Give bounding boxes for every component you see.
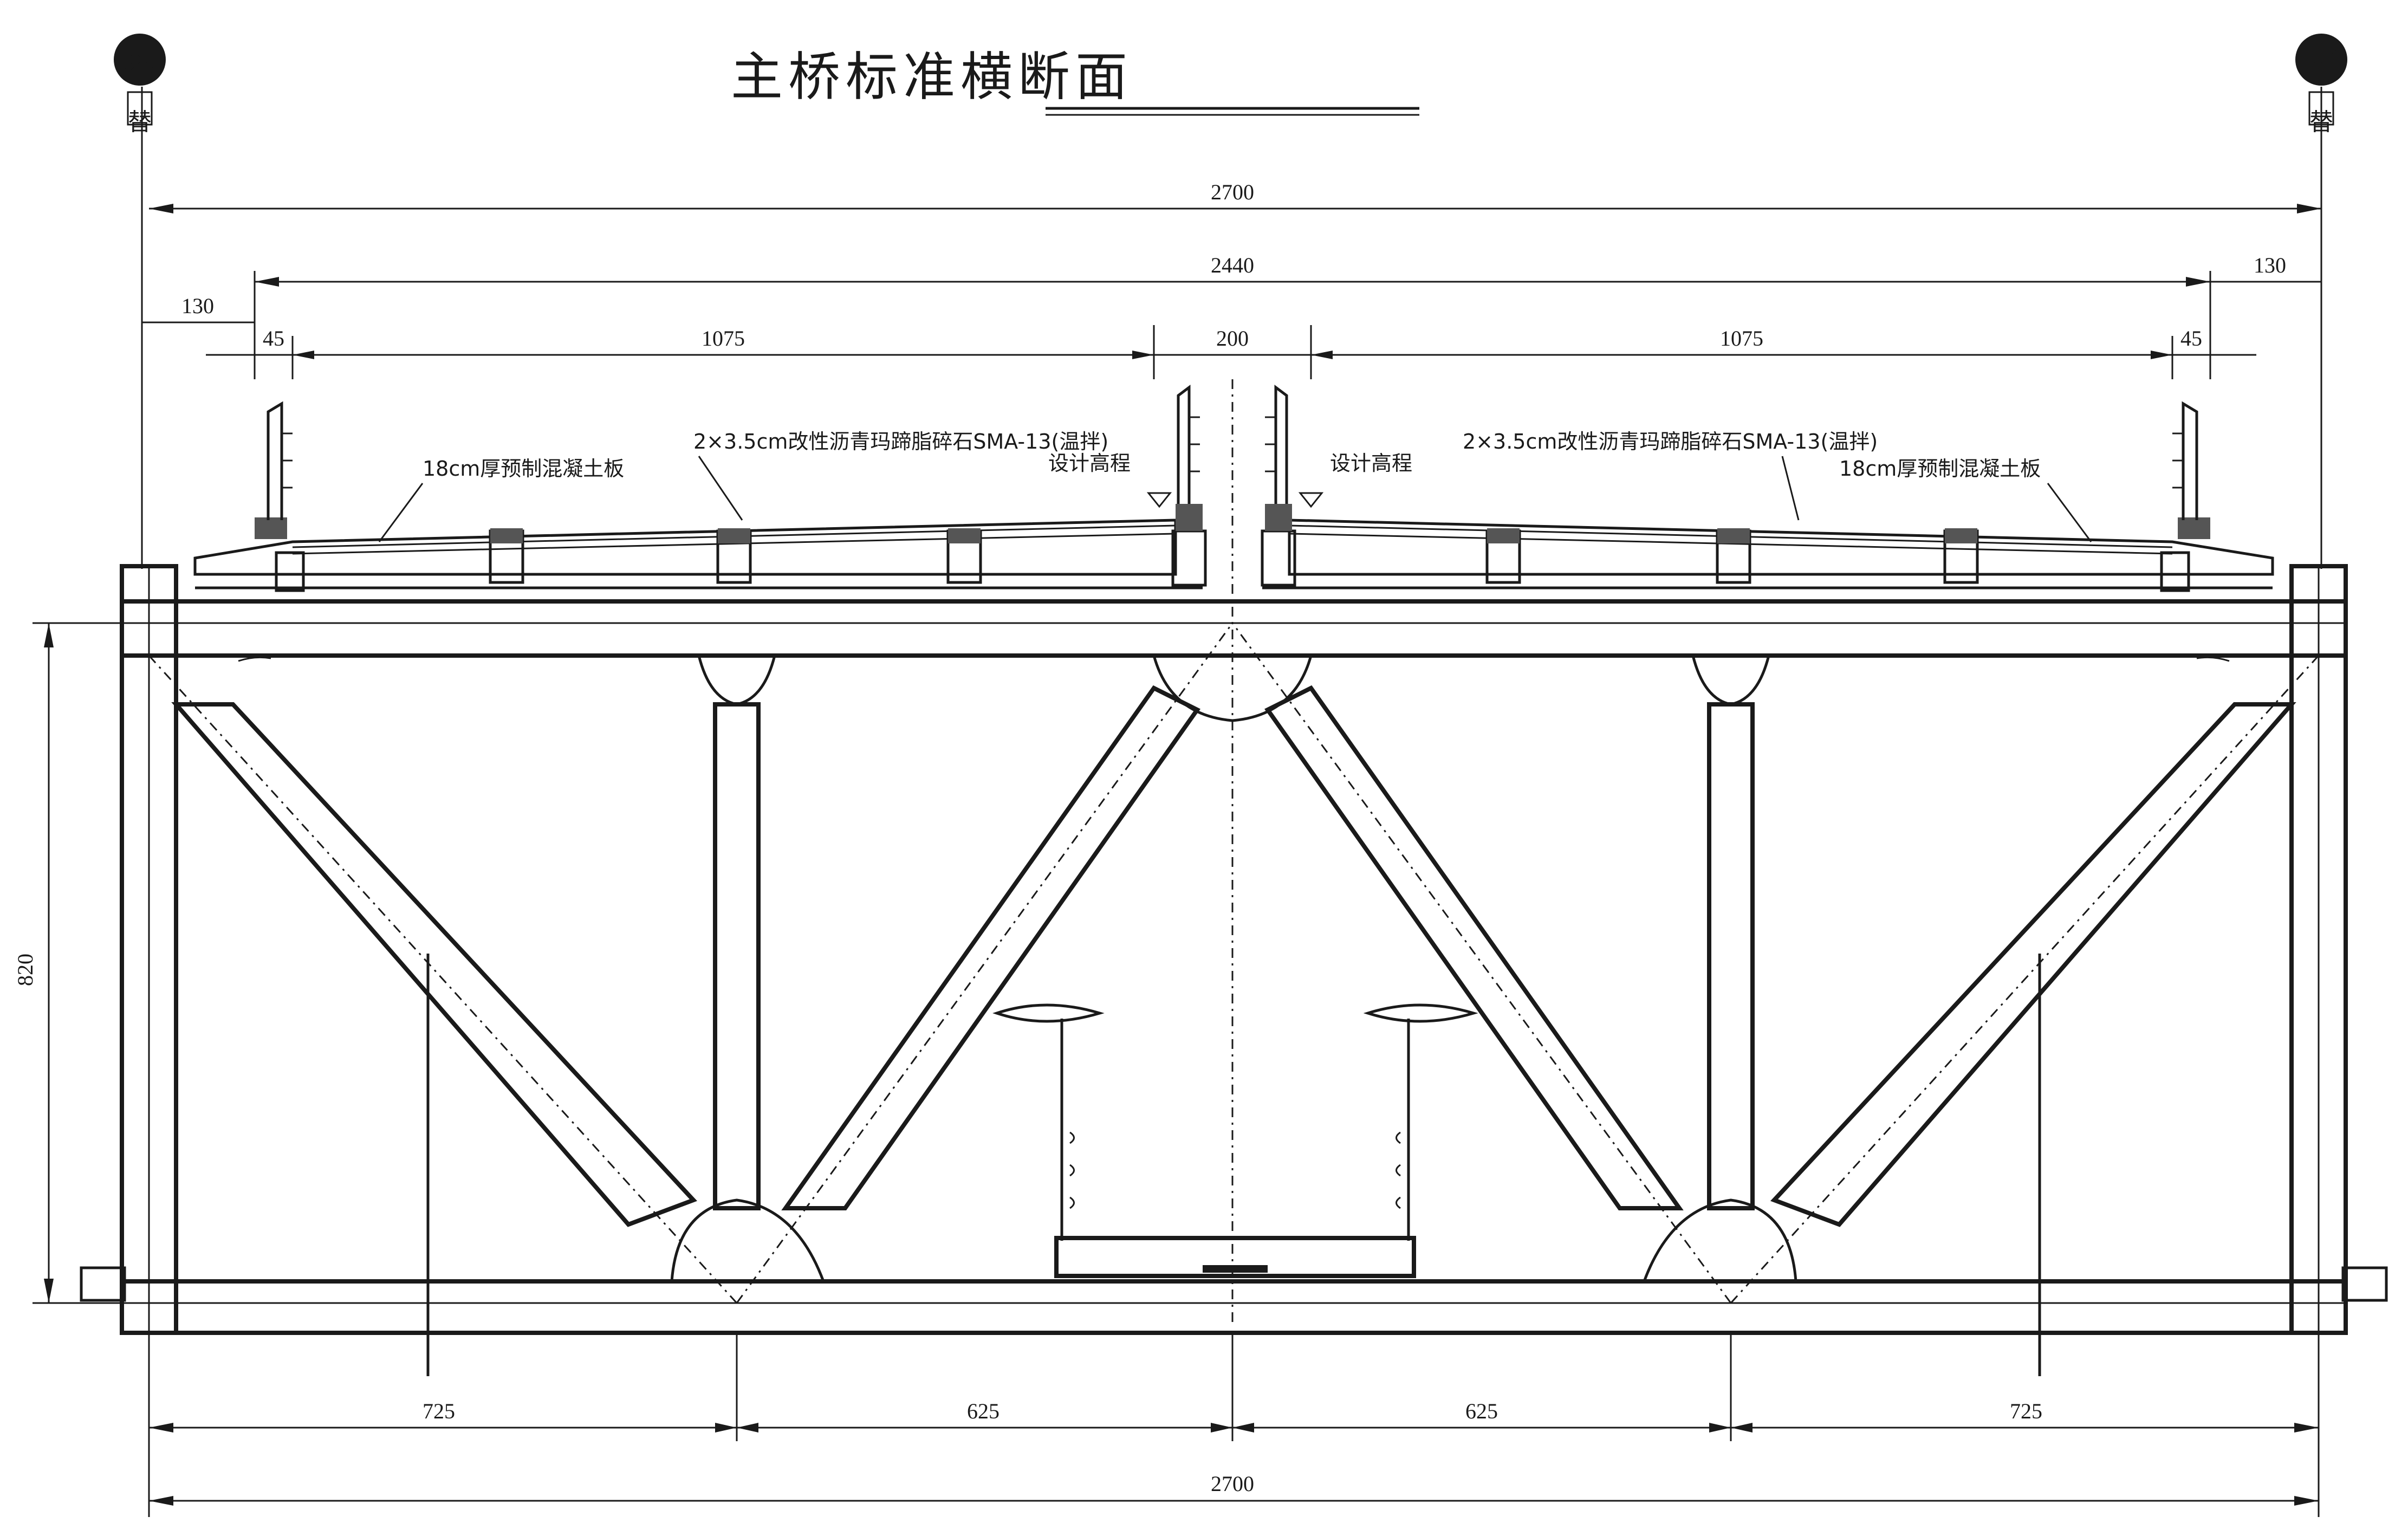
dim-bottom-mid-left: 625 [967,1399,999,1423]
leader-slab-left [378,483,424,542]
bottom-dimensions [148,1333,2320,1517]
leader-slab-right [2047,483,2092,542]
dim-height: 820 [13,954,37,986]
elev-marker-right [1298,492,1324,508]
dim-median: 200 [1216,326,1249,351]
dim-bottom-mid-right: 625 [1465,1399,1498,1423]
dim-bottom-right: 725 [2010,1399,2042,1423]
note-paving-left: 2×3.5cm改性沥青玛蹄脂碎石SMA-13(温拌) [693,430,1108,453]
bracing-line-right [1730,654,2320,1304]
dim-left-45: 45 [263,326,284,351]
dim-top-inner: 2440 [1211,253,1254,277]
leader-paving-right [1781,456,1800,521]
note-paving-right: 2×3.5cm改性沥青玛蹄脂碎石SMA-13(温拌) [1463,430,1878,453]
dim-bottom-total: 2700 [1211,1472,1254,1496]
leader-paving-left [698,456,743,521]
bracing-line-c1 [736,623,1234,1304]
dim-top-total: 2700 [1211,180,1254,204]
left-bolt-symbol: 替 [114,34,166,136]
dim-right-45: 45 [2180,326,2202,351]
height-dimension [33,622,122,1304]
dim-left-edge: 130 [181,294,214,318]
median-barrier-left [1177,385,1200,504]
elev-marker-left [1146,492,1172,508]
top-dimensions [142,204,2321,379]
left-railing [267,401,293,520]
main-truss [80,564,2388,1335]
median-barrier-right [1265,385,1288,504]
note-slab-left: 18cm厚预制混凝土板 [423,457,624,481]
stringer-blocks [255,504,2210,592]
note-slab-right: 18cm厚预制混凝土板 [1839,457,2041,481]
bracing-line-left [148,654,738,1304]
dim-left-lane: 1075 [702,326,745,351]
dim-right-edge: 130 [2254,253,2286,277]
note-elev-left: 设计高程 [1048,451,1131,475]
dim-right-lane: 1075 [1720,326,1763,351]
left-bolt-tag: 替 [128,108,152,136]
note-elev-right: 设计高程 [1330,451,1412,475]
right-railing [2172,401,2198,520]
drawing-title: 主桥标准横断面 [731,47,1133,107]
dim-bottom-left: 725 [423,1399,455,1423]
inspection-walkway [992,1003,1478,1278]
bracing-line-c2 [1231,623,1732,1304]
